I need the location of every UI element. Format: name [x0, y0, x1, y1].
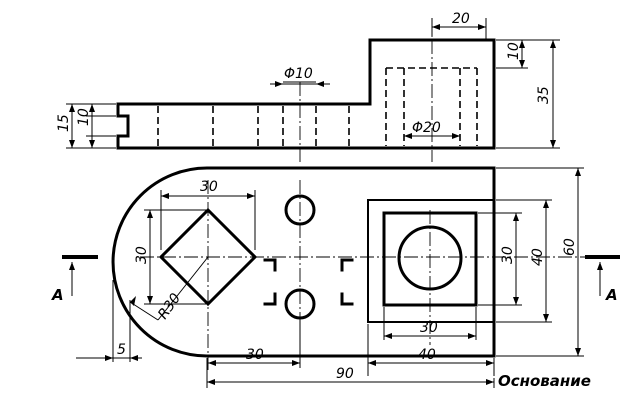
- section-bracket-left: [263, 258, 277, 306]
- top-view-outline: [111, 166, 496, 358]
- front-view-outline: [116, 38, 496, 150]
- dim-hole-position: 30: [246, 347, 264, 363]
- right-block: [367, 199, 495, 323]
- dim-boss-width: 20: [452, 11, 470, 27]
- dim-square-height: 30: [134, 246, 150, 264]
- section-label-left: A: [51, 286, 64, 304]
- section-markers: A A: [51, 255, 620, 304]
- dim-boss-height: 10: [506, 42, 522, 60]
- dim-hole-small: Φ10: [284, 66, 313, 82]
- dim-right-block-width: 40: [418, 347, 436, 363]
- section-label-right: A: [605, 286, 618, 304]
- dim-step-height: 10: [76, 108, 92, 126]
- figure-caption: Основание: [498, 372, 591, 390]
- section-bracket-right: [340, 258, 354, 306]
- front-view-dimensions: 20 10 35 15 10 Φ10: [56, 11, 560, 149]
- dim-right-block-height: 40: [530, 248, 546, 266]
- dim-right-square-height: 30: [500, 246, 516, 264]
- dim-total-height: 35: [536, 86, 552, 104]
- dim-offset: 5: [117, 342, 126, 358]
- dim-right-square-width: 30: [420, 320, 438, 336]
- dim-total-width: 60: [562, 238, 578, 256]
- dim-total-length: 90: [336, 366, 354, 382]
- dim-base-thickness: 15: [56, 114, 72, 132]
- front-view: [116, 18, 496, 162]
- dim-square-width: 30: [200, 179, 218, 195]
- dim-hole-large: Φ20: [412, 120, 441, 136]
- top-view: [111, 166, 620, 370]
